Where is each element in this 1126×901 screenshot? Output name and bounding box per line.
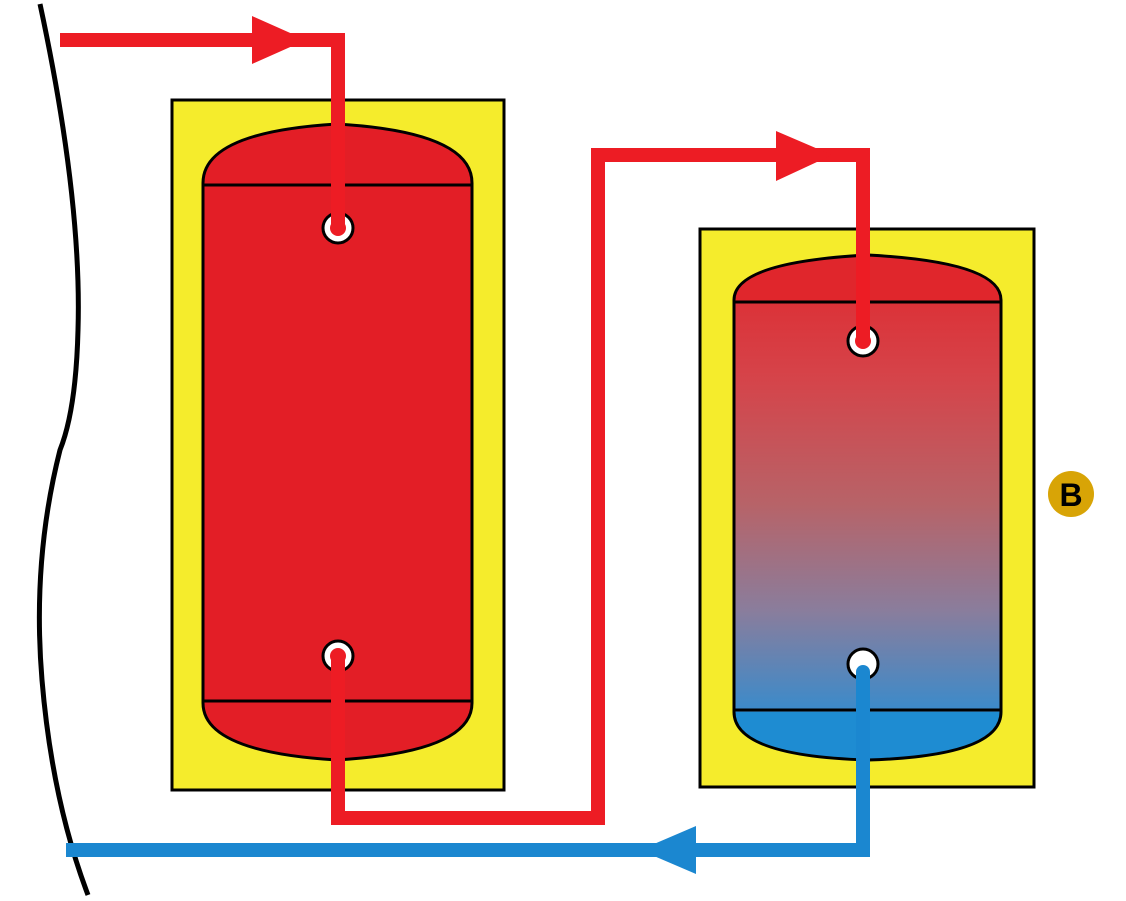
transfer-pipe-line bbox=[331, 148, 870, 825]
return-pipe bbox=[66, 664, 870, 874]
return-pipe-line bbox=[66, 664, 870, 857]
return-pipe-arrow bbox=[640, 826, 696, 874]
buffer-tank-body bbox=[201, 122, 474, 762]
supply-pipe bbox=[60, 16, 345, 228]
stratified-tank-outline bbox=[732, 253, 1003, 762]
badge-b: B bbox=[1048, 471, 1094, 517]
supply-pipe-arrow bbox=[252, 16, 306, 64]
badge-circle bbox=[1048, 471, 1094, 517]
supply-pipe-line bbox=[60, 33, 345, 228]
transfer-pipe bbox=[331, 131, 870, 825]
buffer-tank-top-port-stub bbox=[331, 206, 345, 228]
badge-label: B bbox=[1059, 477, 1082, 513]
stratified-tank-bottom-port-stub bbox=[856, 672, 870, 694]
buffer-tank-bottom-port-stub bbox=[331, 656, 345, 678]
transfer-pipe-arrow bbox=[776, 131, 832, 181]
stratified-tank-top-port-stub bbox=[856, 319, 870, 341]
boundary-curve bbox=[36, 3, 91, 896]
